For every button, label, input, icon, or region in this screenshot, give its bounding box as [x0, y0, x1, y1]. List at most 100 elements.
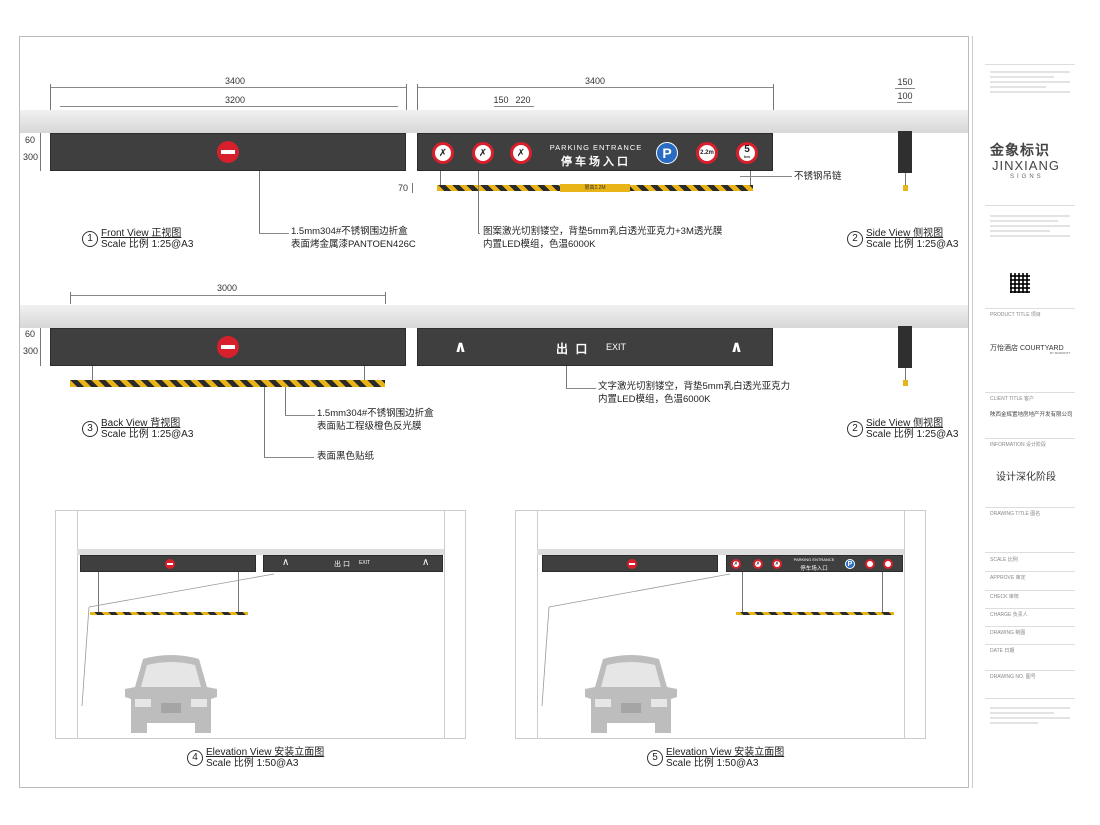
dim-70: 70	[397, 183, 408, 193]
note-chain: 不锈钢吊链	[794, 171, 842, 182]
dim-tick	[70, 292, 71, 304]
side-view-hazard	[903, 185, 908, 191]
chain-line	[92, 366, 93, 380]
sidebar-rule	[985, 308, 1075, 309]
no-entry-icon	[217, 141, 239, 163]
dim-150: 150	[493, 95, 509, 105]
dim-220: 220	[515, 95, 531, 105]
drawn-label: DRAWING 制图	[990, 630, 1026, 636]
scale-label: SCALE 比例	[990, 557, 1018, 563]
leader-line	[259, 233, 289, 234]
dim-tick	[417, 84, 418, 110]
exit-en: EXIT	[606, 342, 627, 352]
sidebar-rule	[985, 608, 1075, 609]
side-view-sign	[898, 131, 912, 173]
sidebar-rule	[985, 507, 1075, 508]
wall-line	[77, 511, 78, 739]
sidebar-rule	[985, 205, 1075, 206]
ceiling-beam	[20, 110, 968, 133]
elev-sign-parking-entrance: ✗ ✗ ✗ PARKING ENTRANCE 停车场入口 P	[726, 555, 903, 572]
ceiling-beam	[20, 305, 968, 328]
no-smoking-icon: ✗	[472, 142, 494, 164]
title-block	[972, 36, 1080, 788]
sidebar-rule	[985, 64, 1075, 65]
note-back-led-1: 文字激光切割镂空，背垫5mm乳白透光亚克力	[598, 381, 791, 392]
chain-line	[364, 366, 365, 380]
sidebar-rule	[985, 392, 1075, 393]
height-limit-label: 限高2.2M	[560, 184, 630, 192]
sidebar-rule	[985, 590, 1075, 591]
sidebar-disclaimer	[990, 68, 1070, 108]
car-icon	[125, 655, 217, 733]
no-bicycle-icon: ✗	[772, 559, 782, 569]
speed-limit-number: 5	[744, 144, 750, 155]
note-back-material-2: 表面贴工程级橙色反光膜	[317, 421, 422, 432]
sidebar-rule	[985, 438, 1075, 439]
no-pedestrian-icon: ✗	[731, 559, 741, 569]
view-number: 5	[647, 750, 663, 766]
dim-tick	[385, 292, 386, 304]
no-entry-icon	[627, 559, 637, 569]
speed-limit-icon: 5 km	[736, 142, 758, 164]
view-number: 4	[187, 750, 203, 766]
dim-3400-left: 3400	[224, 76, 246, 86]
date-label: DATE 日期	[990, 648, 1015, 654]
leader-line	[259, 171, 260, 233]
view-title-text: Front View 正视图	[101, 228, 182, 239]
dim-line	[40, 133, 41, 171]
dim-3200: 3200	[224, 95, 246, 105]
no-bicycle-icon: ✗	[510, 142, 532, 164]
wall-line	[904, 511, 905, 739]
elev-exit-en: EXIT	[359, 560, 371, 566]
view-scale: Scale 比例 1:25@A3	[866, 429, 959, 440]
elevation-panel-5: ✗ ✗ ✗ PARKING ENTRANCE 停车场入口 P	[515, 510, 926, 739]
speed-limit-icon	[883, 559, 893, 569]
sidebar-rule	[985, 670, 1075, 671]
charge-label: CHARGE 负责人	[990, 612, 1028, 618]
view-scale: Scale 比例 1:50@A3	[206, 758, 299, 769]
note-back-material-1: 1.5mm304#不锈钢围边折盒	[317, 408, 434, 419]
client-name: 陕西金辉置地房地产开发有限公司	[990, 412, 1073, 418]
front-sign-parking-entrance: ✗ ✗ ✗ PARKING ENTRANCE 停车场入口 P 2.2m 5 km	[417, 133, 773, 171]
leader-line	[478, 171, 479, 233]
brand-logo-en: JINXIANG	[992, 158, 1060, 173]
wall-line	[537, 511, 538, 739]
project-label: PRODUCT TITLE 项目	[990, 312, 1041, 318]
no-entry-icon	[165, 559, 175, 569]
up-arrow-icon: ∧	[730, 339, 743, 356]
chain-line	[905, 173, 906, 185]
client-label: CLIENT TITLE 客户	[990, 396, 1034, 402]
elev-sign-left	[80, 555, 256, 572]
height-limit-icon: 2.2m	[696, 142, 718, 164]
design-stage: 设计深化阶段	[996, 472, 1056, 483]
note-front-material-1: 1.5mm304#不锈钢围边折盒	[291, 226, 408, 237]
leader-line	[566, 388, 596, 389]
elevation-panel-4: ∧ 出 口 EXIT ∧	[55, 510, 466, 739]
dim-tick	[773, 84, 774, 110]
back-sign-exit: ∧ 出 口 EXIT ∧	[417, 328, 773, 366]
elev-sign-exit: ∧ 出 口 EXIT ∧	[263, 555, 443, 572]
wall-line	[444, 511, 445, 739]
dim-line	[70, 295, 385, 296]
sidebar-rule	[985, 571, 1075, 572]
chain-line	[440, 171, 441, 185]
project-name: 万怡酒店 COURTYARD	[990, 345, 1064, 352]
exit-cn: 出 口	[556, 342, 590, 356]
dim-300: 300	[23, 346, 39, 356]
sidebar-rule	[985, 644, 1075, 645]
elev-exit-cn: 出 口	[334, 561, 350, 568]
no-pedestrian-icon: ✗	[432, 142, 454, 164]
sidebar-contact	[990, 212, 1070, 240]
view-scale: Scale 比例 1:50@A3	[666, 758, 759, 769]
leader-line	[566, 366, 567, 388]
back-sign-left	[50, 328, 406, 366]
view-scale: Scale 比例 1:25@A3	[101, 239, 194, 250]
sidebar-rule	[985, 698, 1075, 699]
view-title-text: Side View 侧视图	[866, 418, 944, 429]
dim-60: 60	[24, 135, 35, 145]
front-sign-left	[50, 133, 406, 171]
parking-entrance-en: PARKING ENTRANCE	[549, 143, 643, 152]
